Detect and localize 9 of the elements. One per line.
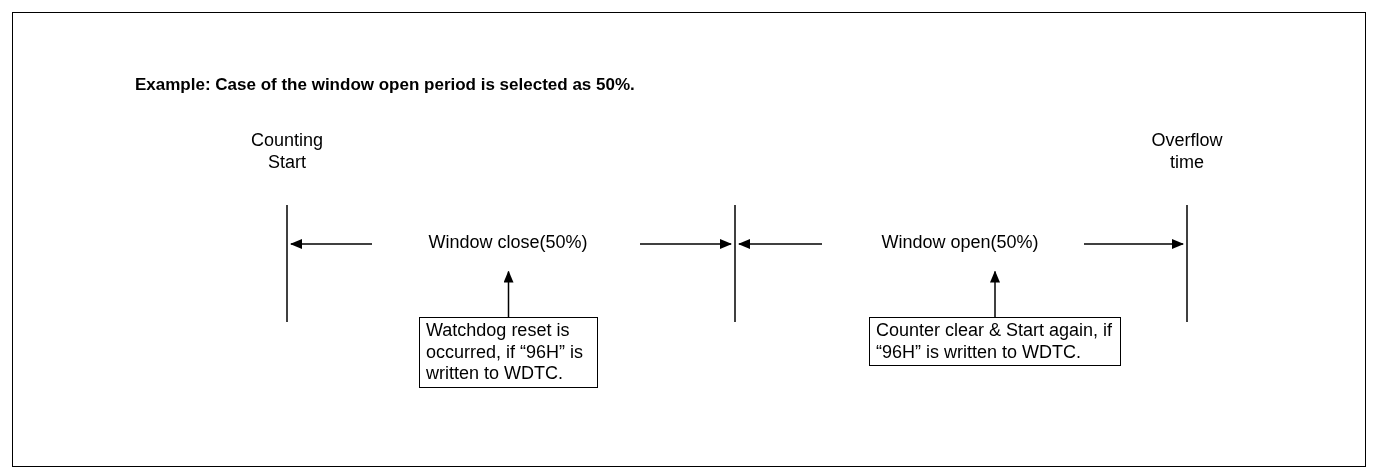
period-label: Window close(50%) [428, 232, 588, 272]
note-box: Counter clear & Start again, if “96H” is written to WDTC. [869, 317, 1121, 367]
title: Example: Case of the window open period is selected as 50%. [135, 75, 635, 95]
arrow [990, 270, 1000, 318]
time-label: Overflow time [1150, 130, 1224, 174]
arrow [503, 270, 514, 318]
time-label: Counting Start [249, 130, 325, 174]
period-label: Window open(50%) [881, 232, 1039, 272]
note-box: Watchdog reset is occurred, if “96H” is written to WDTC. [419, 317, 598, 388]
